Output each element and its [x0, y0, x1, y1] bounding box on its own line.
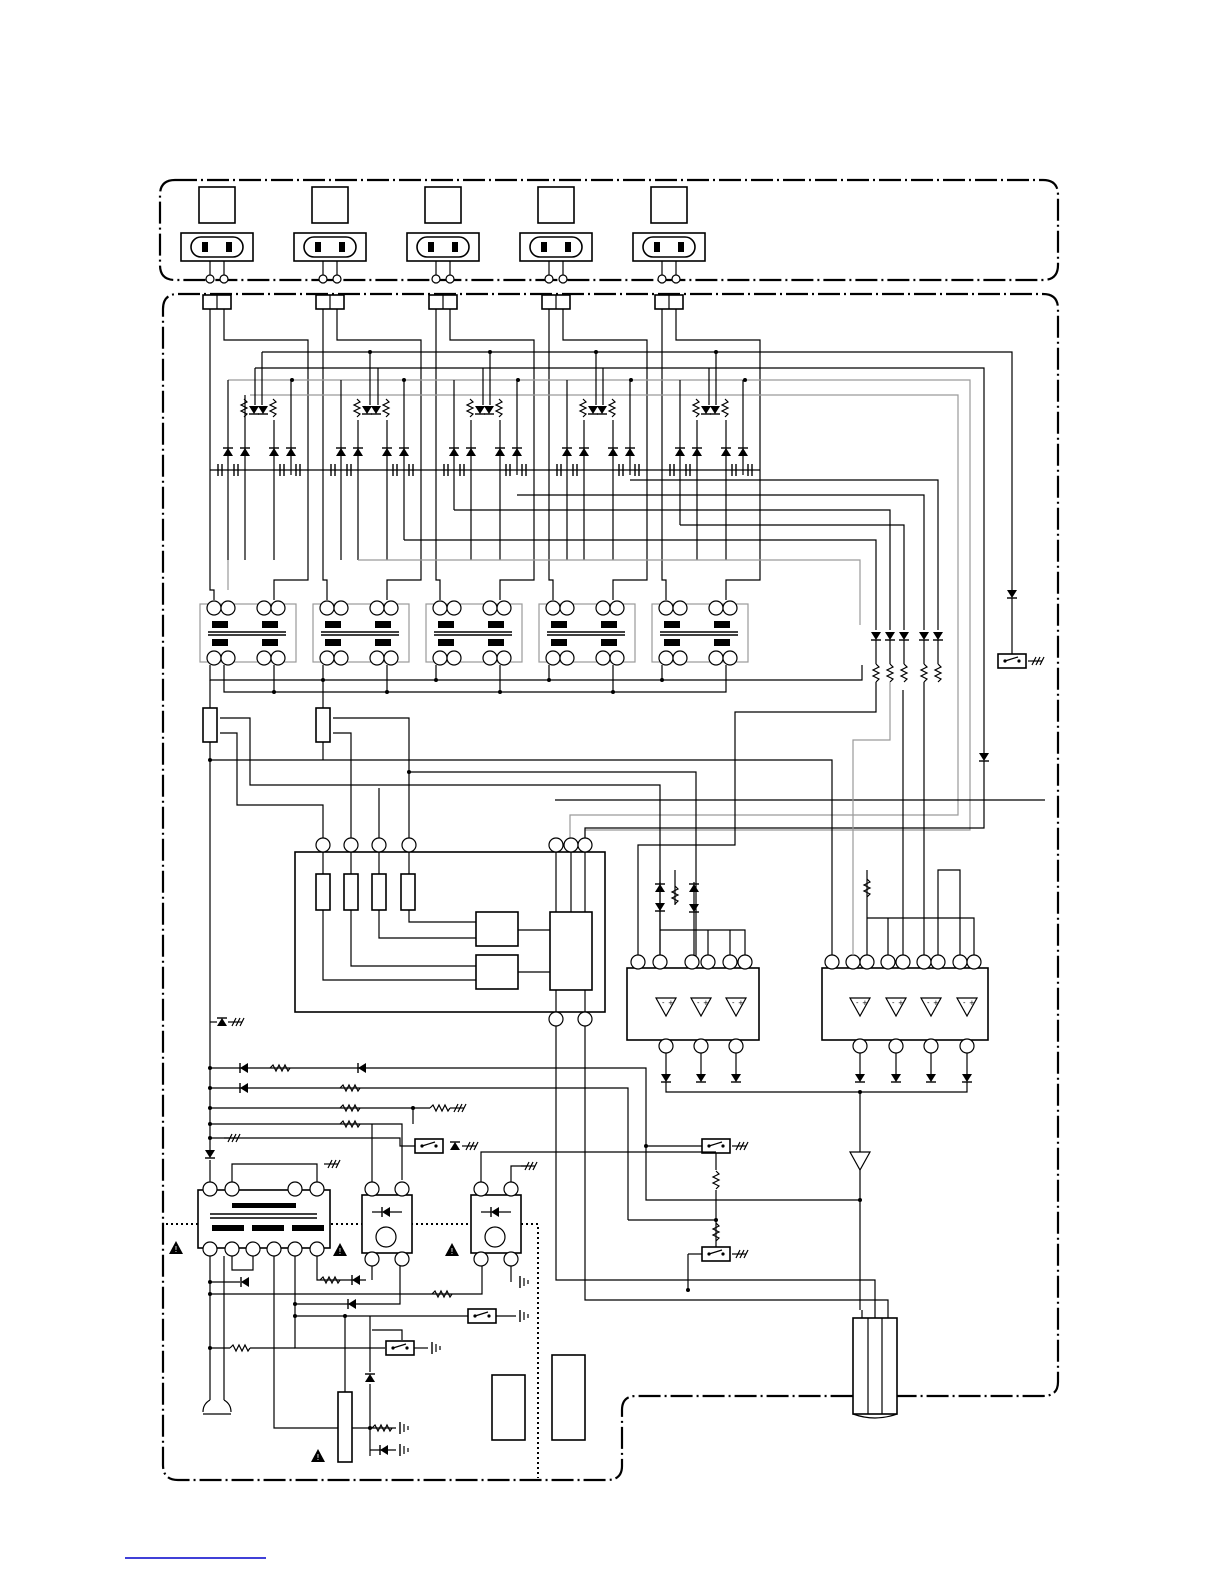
- socket-3: [407, 187, 479, 283]
- transformer-bus: [210, 665, 862, 692]
- sense-diodes: [871, 590, 1017, 761]
- transformer-5: [652, 601, 748, 665]
- transformer-1: [200, 601, 296, 665]
- output-connector: [853, 1310, 897, 1418]
- transformer-2: [313, 601, 409, 665]
- socket-1: [181, 187, 253, 283]
- lower-left-wiring: [203, 1256, 528, 1462]
- relay-top-right: [998, 654, 1044, 668]
- transformer-4: [539, 601, 635, 665]
- optocoupler-1: [362, 1182, 412, 1266]
- socket-2: [294, 187, 366, 283]
- transformer-3: [426, 601, 522, 665]
- board-connectors: [203, 295, 683, 309]
- socket-5: [633, 187, 705, 283]
- opamp-bank-2: [822, 682, 988, 1082]
- warning-icons: [169, 1241, 459, 1462]
- relay-low: [702, 1247, 748, 1261]
- main-transformer: [198, 1182, 330, 1256]
- socket-panel-outline: [160, 180, 1058, 280]
- socket-4: [520, 187, 592, 283]
- relay-mid: [702, 1139, 748, 1153]
